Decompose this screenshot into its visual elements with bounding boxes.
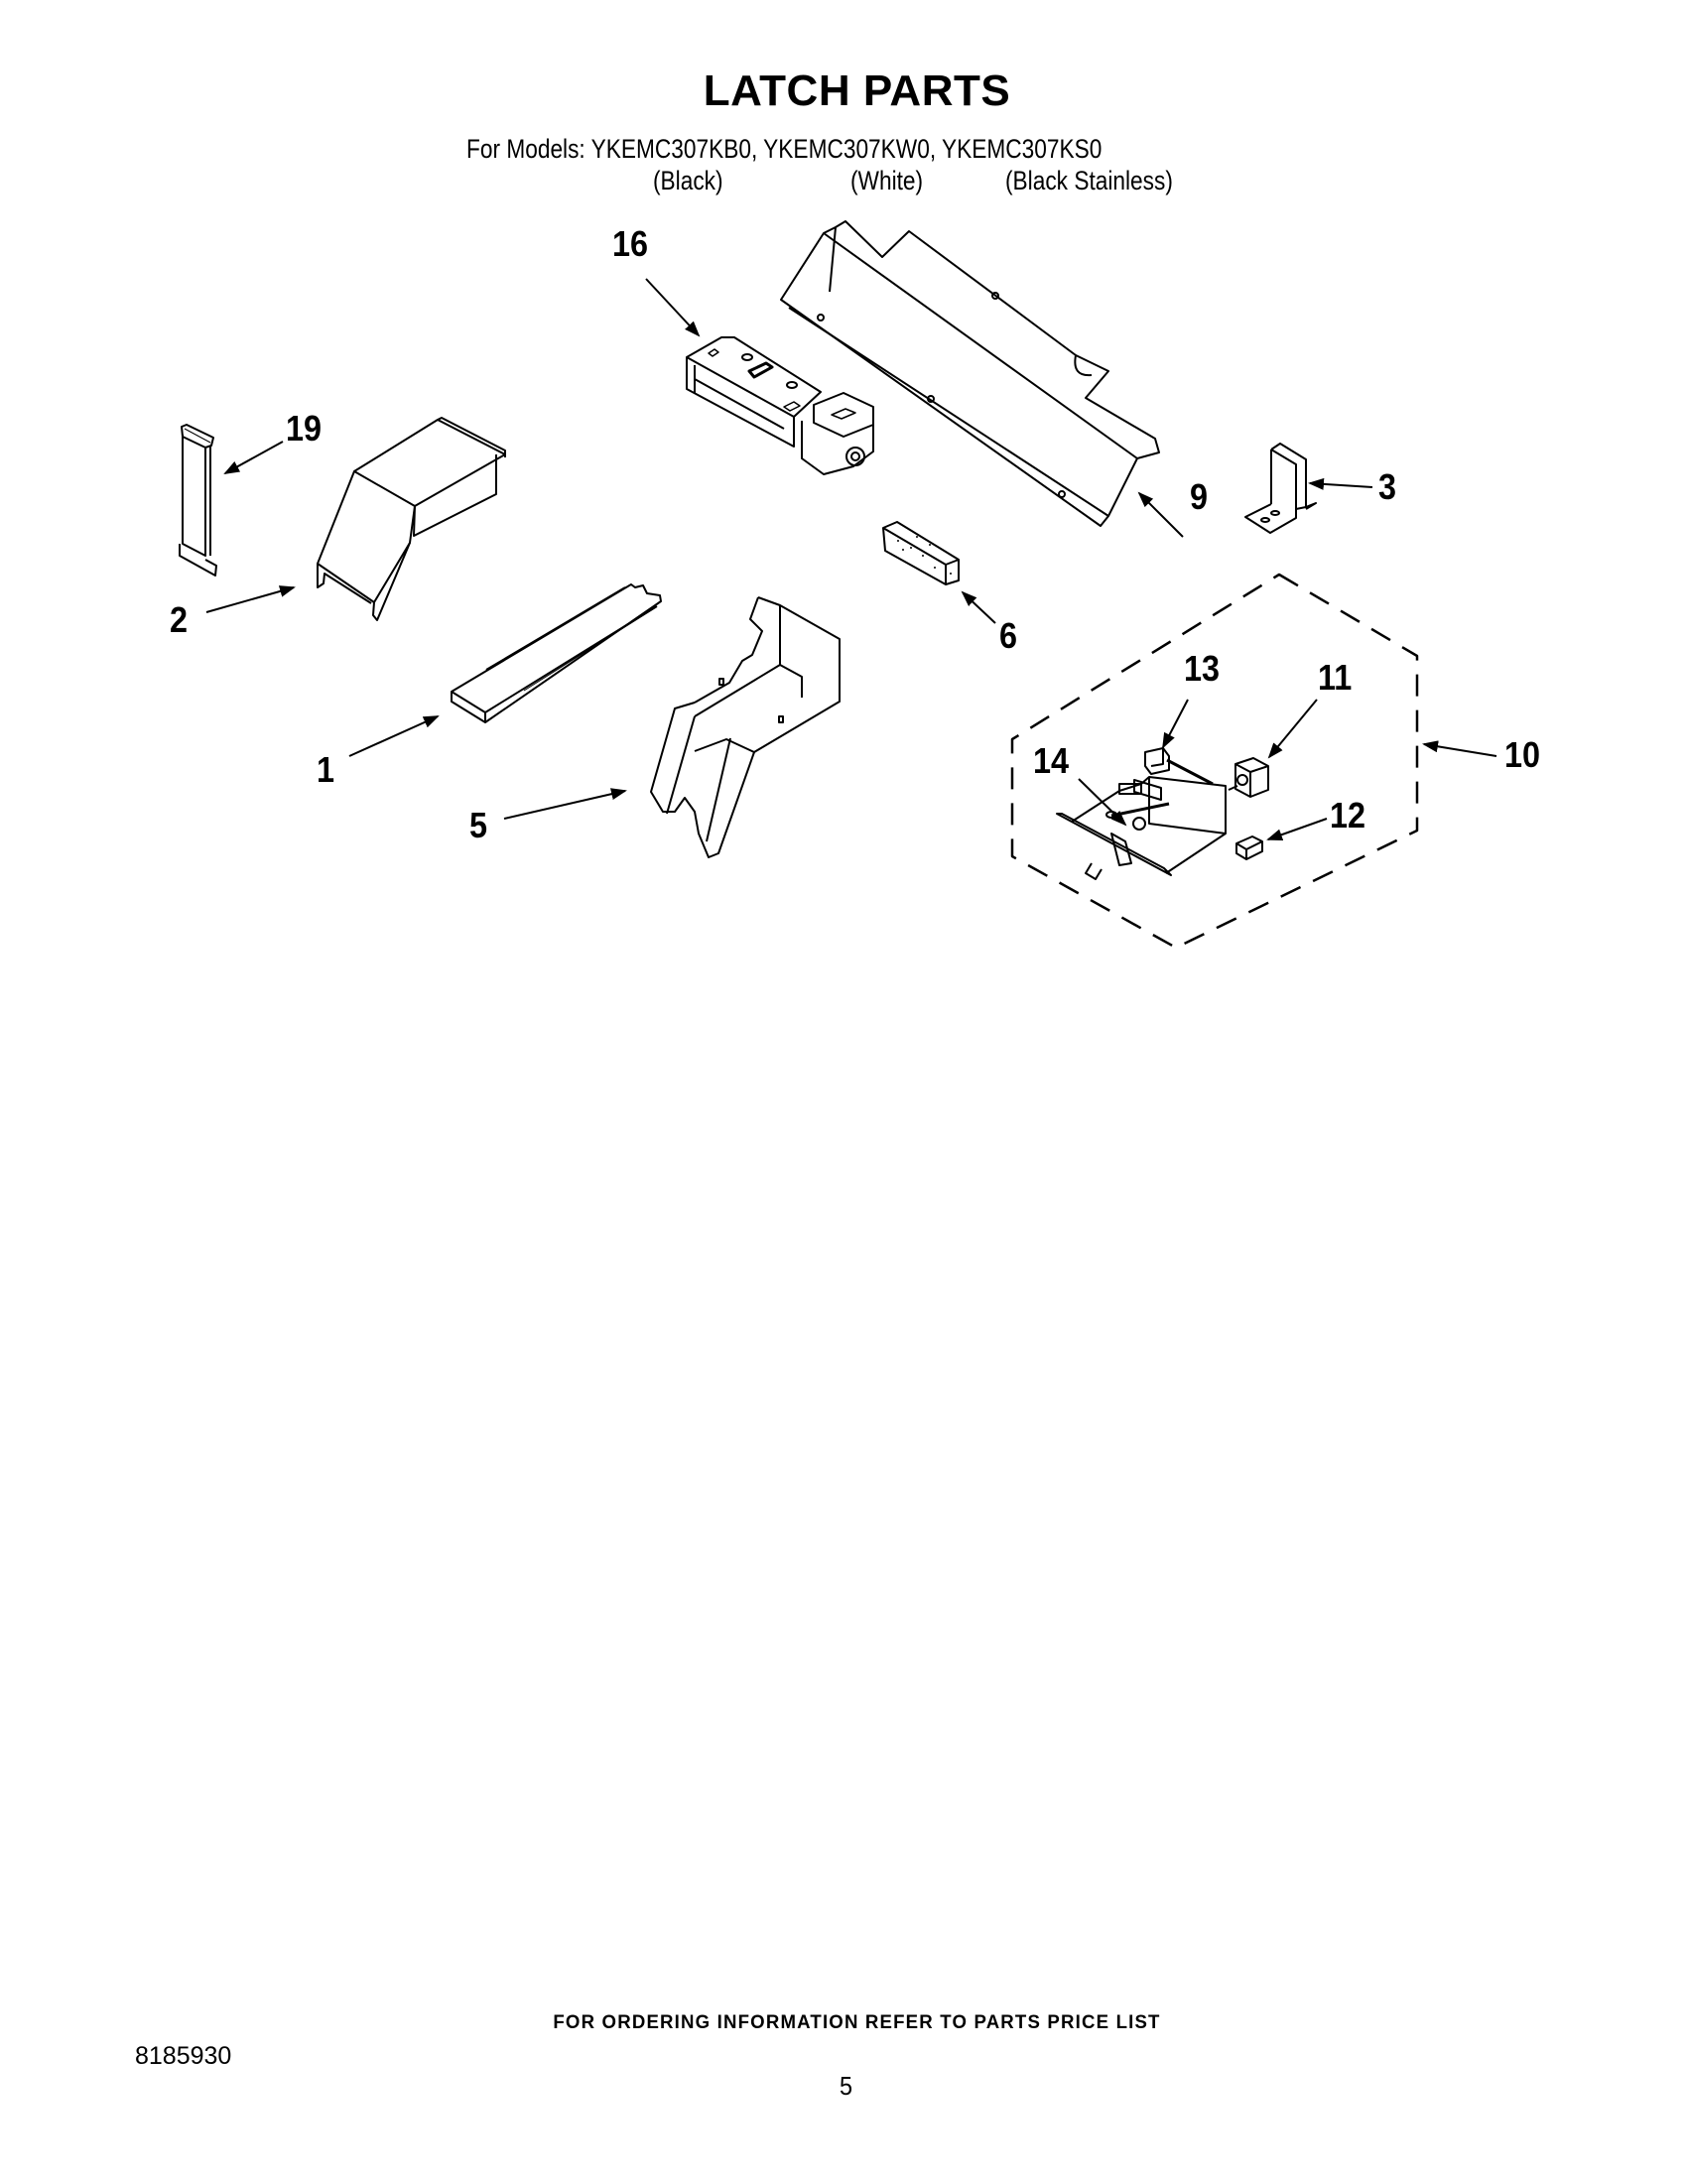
part-9-bracket: [780, 220, 1160, 527]
model-variant-black: (Black): [653, 166, 723, 195]
arrow-12: [1266, 818, 1328, 840]
part-6-foam-block: [882, 521, 960, 585]
callout-13: 13: [1184, 648, 1221, 689]
callout-9: 9: [1190, 476, 1209, 517]
model-variant-white: (White): [850, 166, 924, 195]
callout-1: 1: [317, 749, 335, 790]
part-1-channel: [451, 583, 662, 723]
part-12-connector: [1235, 835, 1263, 860]
arrow-9: [1137, 491, 1184, 538]
arrow-2: [205, 585, 296, 613]
models-line: For Models: YKEMC307KB0, YKEMC307KW0, YK…: [466, 134, 1103, 164]
arrow-5: [503, 788, 627, 820]
ordering-info-note: FOR ORDERING INFORMATION REFER TO PARTS …: [553, 2012, 1161, 2033]
callout-5: 5: [469, 805, 488, 845]
callout-12: 12: [1330, 795, 1366, 835]
arrow-16: [645, 278, 701, 337]
callout-10: 10: [1504, 734, 1541, 775]
callout-6: 6: [999, 615, 1018, 656]
part-10-assembly-boundary: [1010, 573, 1419, 950]
part-16-latch-assembly: [686, 336, 874, 475]
part-19-strip: [179, 424, 217, 577]
callout-11: 11: [1318, 657, 1353, 698]
callout-19: 19: [286, 408, 323, 449]
arrow-6: [961, 590, 996, 624]
part-2-cover: [317, 417, 506, 621]
arrow-10: [1422, 740, 1497, 757]
part-5-deflector: [650, 596, 841, 858]
part-3-l-bracket: [1244, 443, 1317, 534]
arrow-1: [348, 715, 440, 757]
page-number: 5: [840, 2071, 853, 2101]
arrow-13: [1162, 699, 1189, 749]
part-14-latch-plate: [1056, 776, 1227, 880]
arrow-3: [1308, 477, 1373, 490]
document-number: 8185930: [135, 2042, 232, 2070]
arrow-11: [1267, 699, 1318, 759]
callout-2: 2: [170, 599, 189, 640]
callout-3: 3: [1378, 466, 1397, 507]
arrow-14: [1078, 778, 1127, 827]
exploded-parts-diagram: [179, 220, 1497, 950]
arrow-19: [223, 441, 284, 474]
leader-arrows: [205, 278, 1497, 840]
part-11-solenoid: [1228, 757, 1269, 798]
page-title: LATCH PARTS: [703, 66, 1011, 115]
callout-16: 16: [612, 223, 649, 264]
callout-14: 14: [1033, 740, 1070, 781]
model-variant-black-stainless: (Black Stainless): [1005, 166, 1173, 195]
